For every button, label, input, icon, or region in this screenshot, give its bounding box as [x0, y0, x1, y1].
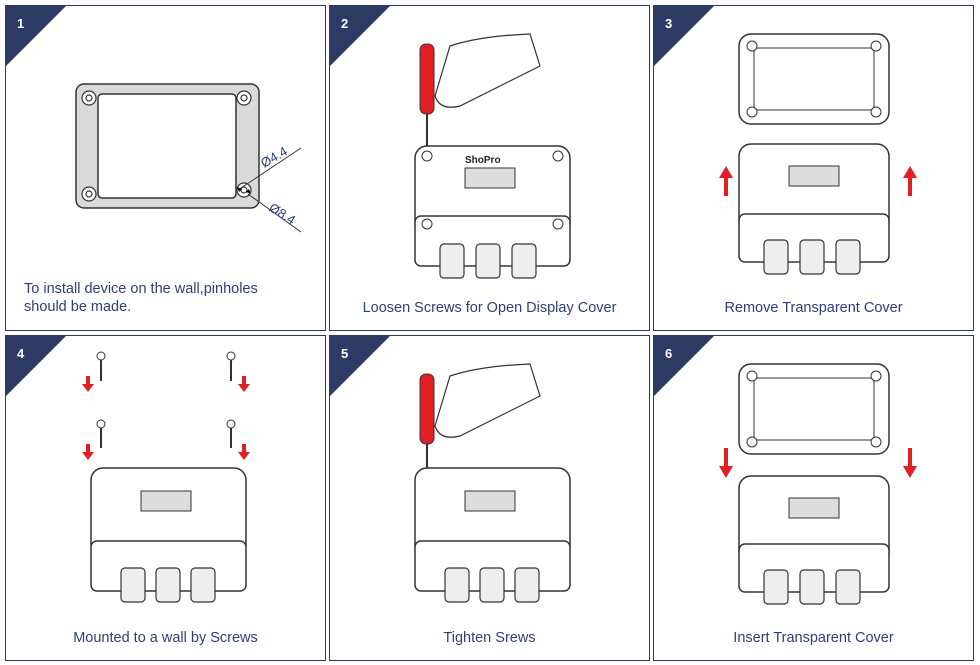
step-badge — [330, 336, 390, 396]
step-badge — [654, 336, 714, 396]
step-number: 4 — [17, 346, 25, 361]
step-number: 2 — [341, 16, 349, 31]
step-panel-5: 5 Tighten Srews — [329, 335, 650, 661]
step-panel-6: 6 Insert Transparent Cover — [653, 335, 974, 661]
step-number: 3 — [665, 16, 673, 31]
cover-removal-drawing — [719, 33, 917, 275]
step-panel-4: 4 Mounted to a wall by Screws — [5, 335, 326, 661]
step-caption: Tighten Srews — [443, 630, 536, 646]
step-caption: Mounted to a wall by Screws — [73, 630, 258, 646]
step-badge — [654, 6, 714, 66]
step-panel-2: 2 ShoPro Loosen Screws for Open Display … — [329, 5, 650, 331]
tighten-screws-drawing — [414, 363, 571, 603]
step-number: 5 — [341, 346, 349, 361]
step-caption: To install device on the wall,pinholes s… — [24, 281, 258, 315]
step-caption: Remove Transparent Cover — [724, 300, 903, 316]
dimension-large: Ø8.4 — [266, 200, 298, 228]
step-number: 1 — [17, 16, 25, 31]
step-number: 6 — [665, 346, 673, 361]
step-badge — [6, 6, 66, 66]
wall-mount-drawing — [82, 351, 250, 603]
step-panel-1: 1 Ø4.4 Ø8.4 To install device on the wal… — [5, 5, 326, 331]
enclosure-base-drawing: Ø4.4 Ø8.4 — [75, 83, 302, 233]
instruction-grid: 1 Ø4.4 Ø8.4 To install device on the wal… — [5, 5, 975, 662]
step-caption: Insert Transparent Cover — [733, 630, 894, 646]
cover-insertion-drawing — [719, 363, 917, 605]
step-caption: Loosen Screws for Open Display Cover — [362, 300, 617, 316]
step-panel-3: 3 Remove Transparent Cover — [653, 5, 974, 331]
step-badge — [6, 336, 66, 396]
step-badge — [330, 6, 390, 66]
device-with-screwdriver-drawing: ShoPro — [414, 33, 571, 279]
device-brand: ShoPro — [465, 155, 501, 166]
